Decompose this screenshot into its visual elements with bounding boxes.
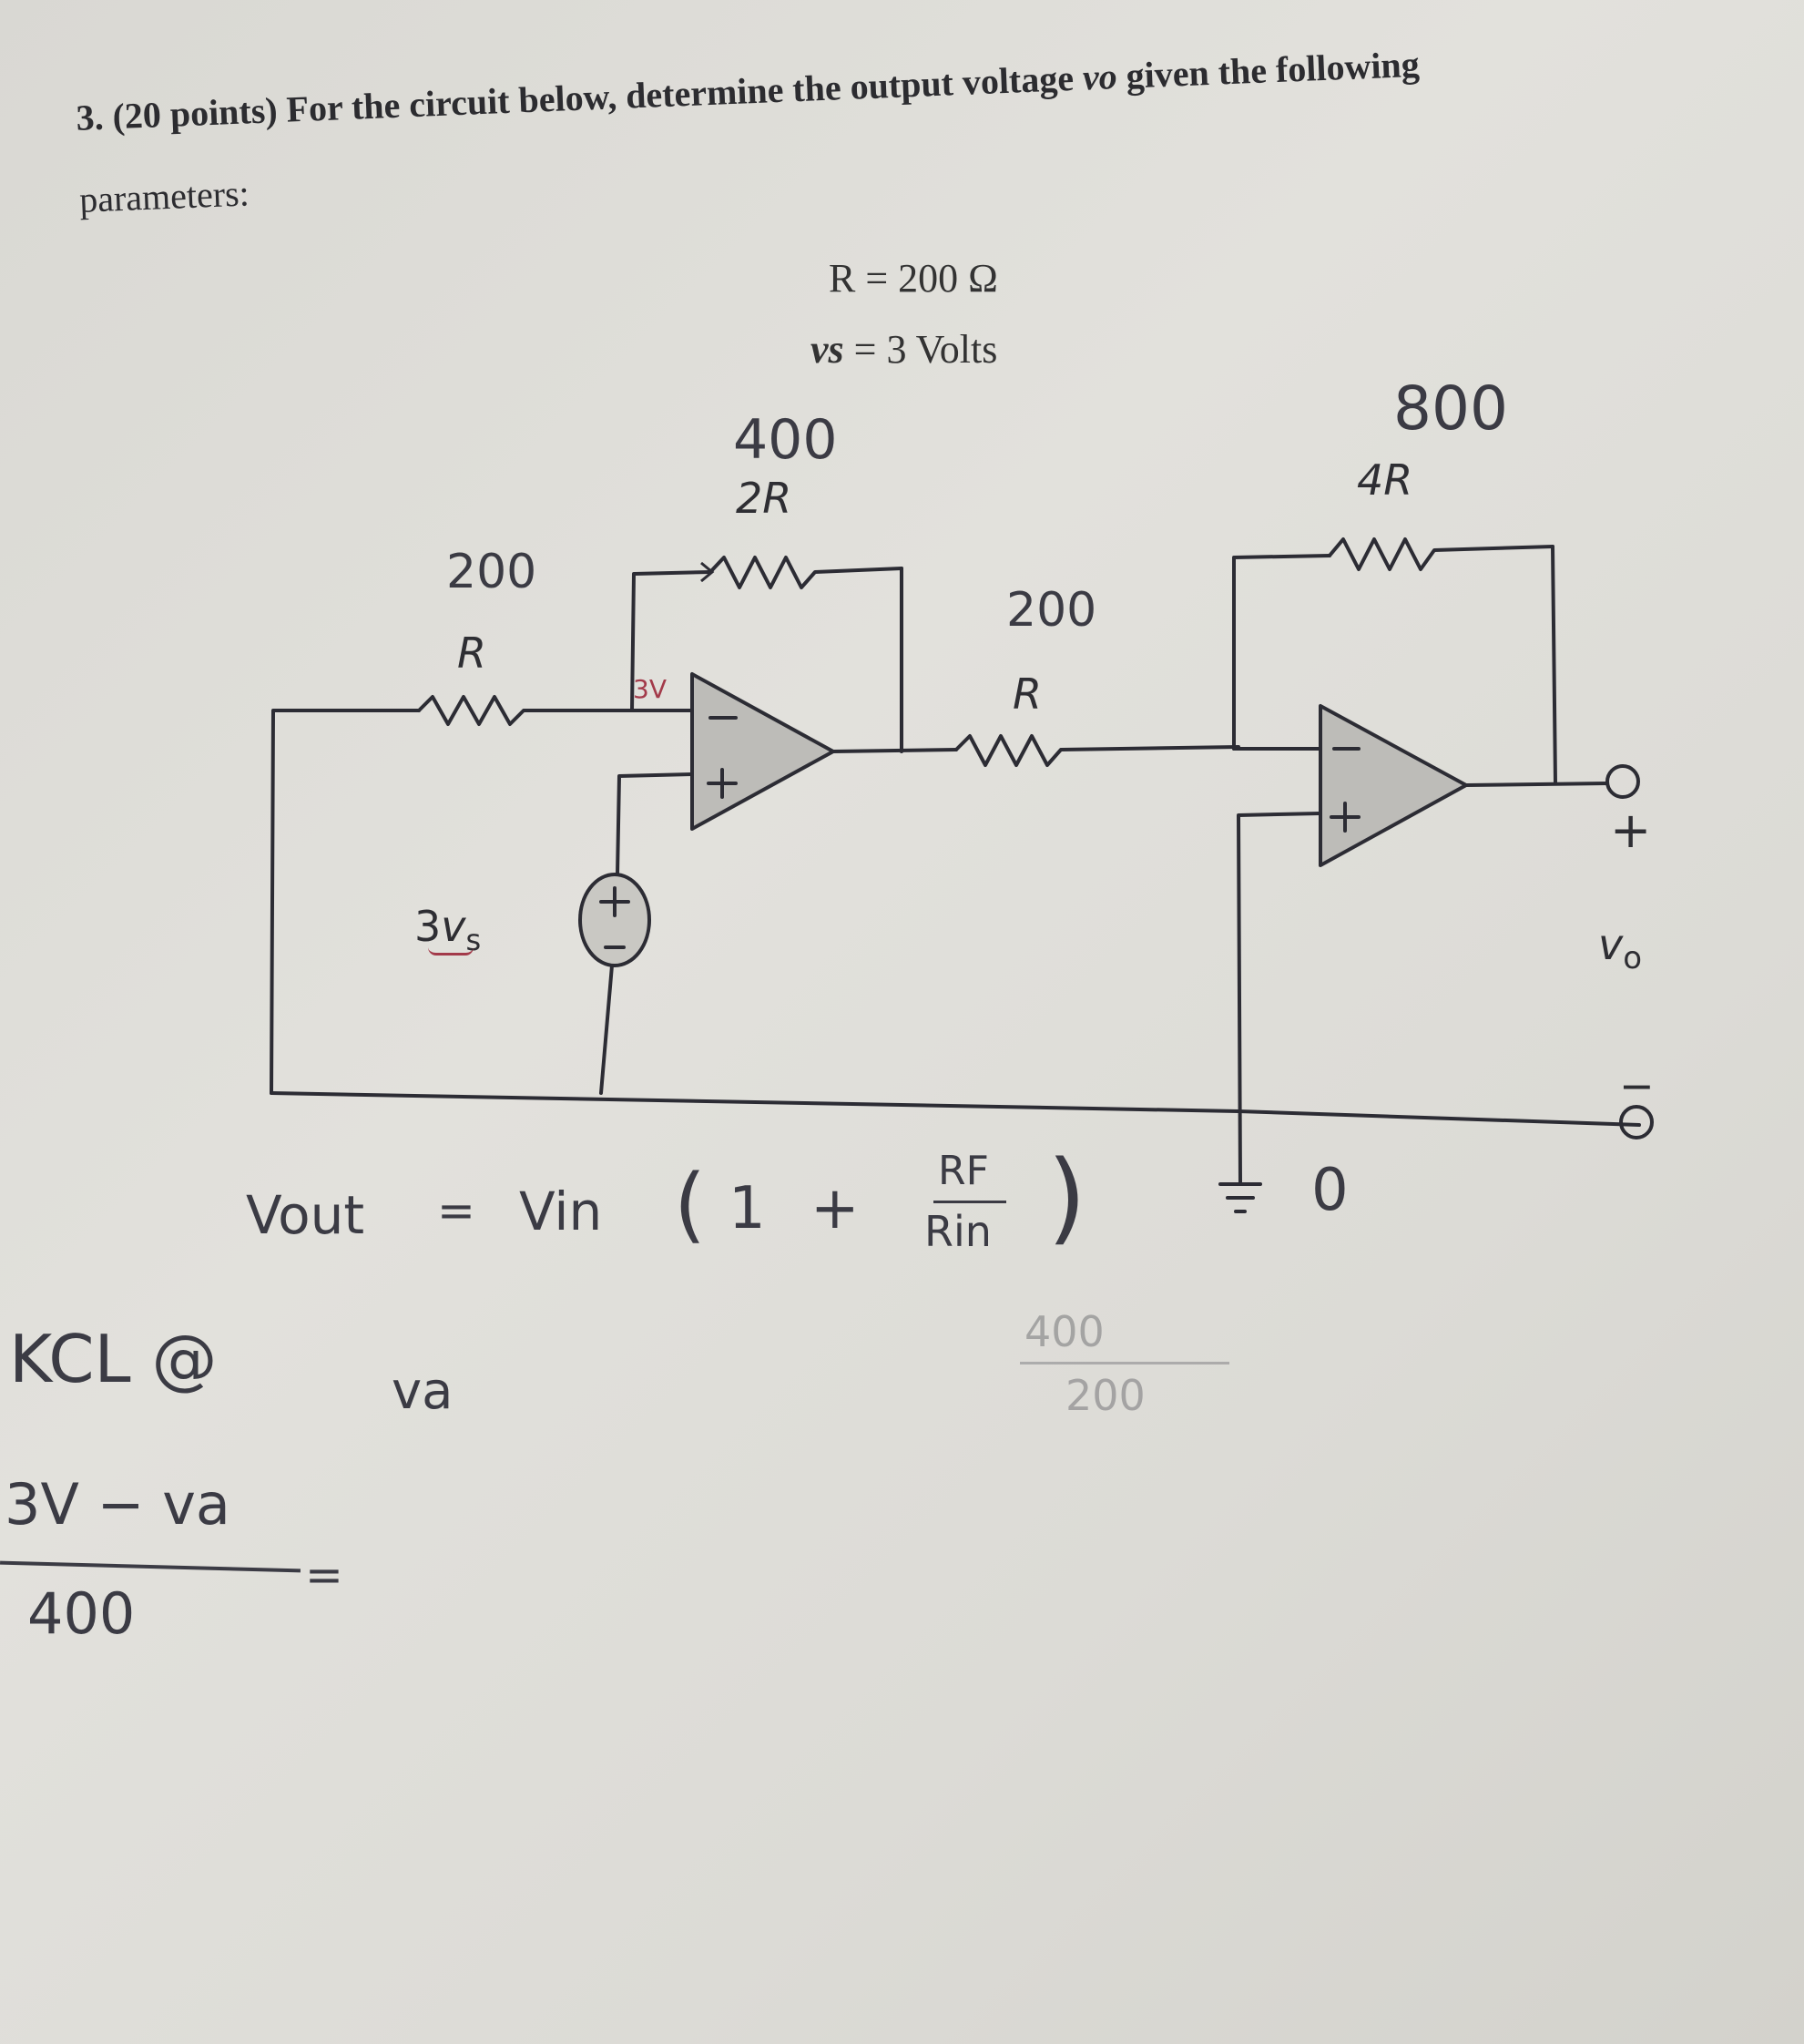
resistor-r-input-1 <box>417 695 639 726</box>
hw-formula-vin: Vin <box>519 1180 603 1242</box>
output-vo-label: vo <box>1598 920 1642 976</box>
hw-formula-den: Rin <box>924 1207 992 1256</box>
hw-formula-paren-open: ( <box>674 1157 707 1252</box>
wire-source-bottom <box>599 964 614 1095</box>
label-r-feedback-1: 2R <box>736 474 792 523</box>
wire-out1 <box>831 748 958 753</box>
hw-formula-one: 1 <box>729 1175 766 1242</box>
wire-fb2-right <box>1551 545 1557 785</box>
hw-kcl-line: KCL @ <box>9 1321 218 1397</box>
hw-erased-bar <box>1020 1362 1229 1364</box>
hw-ground-zero: 0 <box>1311 1157 1349 1224</box>
hw-r-feedback-1-value: 400 <box>733 408 838 472</box>
source-label: 3vs <box>414 902 481 957</box>
wire-fb1-left <box>630 570 712 712</box>
output-sub: o <box>1623 940 1643 977</box>
output-plus-label: + <box>1610 802 1652 859</box>
hw-erased-den: 200 <box>1065 1371 1146 1420</box>
hw-formula-paren-close: ) <box>1047 1139 1086 1255</box>
output-terminal-plus <box>1605 764 1640 799</box>
hw-frac-num: 3V − va <box>5 1471 230 1538</box>
hw-erased-num: 400 <box>1024 1307 1105 1356</box>
param-vs: vs = 3 Volts <box>810 326 997 373</box>
red-check-mark <box>428 947 474 956</box>
output-terminal-minus <box>1619 1105 1654 1140</box>
hw-formula-fraction-bar <box>933 1201 1006 1203</box>
source-coefficient: 3 <box>414 902 442 951</box>
label-r-input-2: R <box>1013 669 1042 719</box>
opamp-1 <box>690 672 835 831</box>
opamp-2 <box>1319 704 1468 867</box>
source-symbol: v <box>441 902 466 951</box>
hw-formula-num: RF <box>938 1148 989 1194</box>
wire-noninv1 <box>616 772 694 876</box>
hw-node-voltage-note: 3V <box>633 674 667 704</box>
wire-noninv2 <box>1237 812 1322 1186</box>
voltage-source-body <box>578 873 651 967</box>
output-minus-label: − <box>1619 1061 1655 1110</box>
label-r-input-1: R <box>457 629 486 678</box>
label-r-feedback-2: 4R <box>1357 455 1413 505</box>
vs-symbol: vs <box>810 327 844 372</box>
wire-ground-bus <box>270 1091 1641 1127</box>
hw-kcl-node: va <box>392 1362 454 1421</box>
hw-r-input-2-value: 200 <box>1006 583 1097 638</box>
resistor-r-input-2 <box>954 734 1240 767</box>
resistor-r-feedback-1 <box>708 556 903 589</box>
wire-output <box>1464 782 1609 787</box>
hw-r-feedback-2-value: 800 <box>1393 373 1508 444</box>
hw-r-input-1-value: 200 <box>446 545 537 599</box>
resistor-r-feedback-2 <box>1328 537 1554 571</box>
vs-value: = 3 Volts <box>853 327 998 372</box>
hw-formula-eq: = <box>437 1184 475 1237</box>
hw-formula-lhs: Vout <box>246 1184 365 1246</box>
wire-fb2-left <box>1232 554 1331 751</box>
hw-frac-den: 400 <box>27 1580 136 1647</box>
param-r: R = 200 Ω <box>829 256 998 301</box>
output-symbol: v <box>1598 920 1624 969</box>
hw-frac-eq: = <box>305 1548 343 1601</box>
wire-left-top <box>270 709 421 1095</box>
current-arrow-icon <box>700 561 715 583</box>
hw-formula-plus: + <box>810 1175 860 1242</box>
